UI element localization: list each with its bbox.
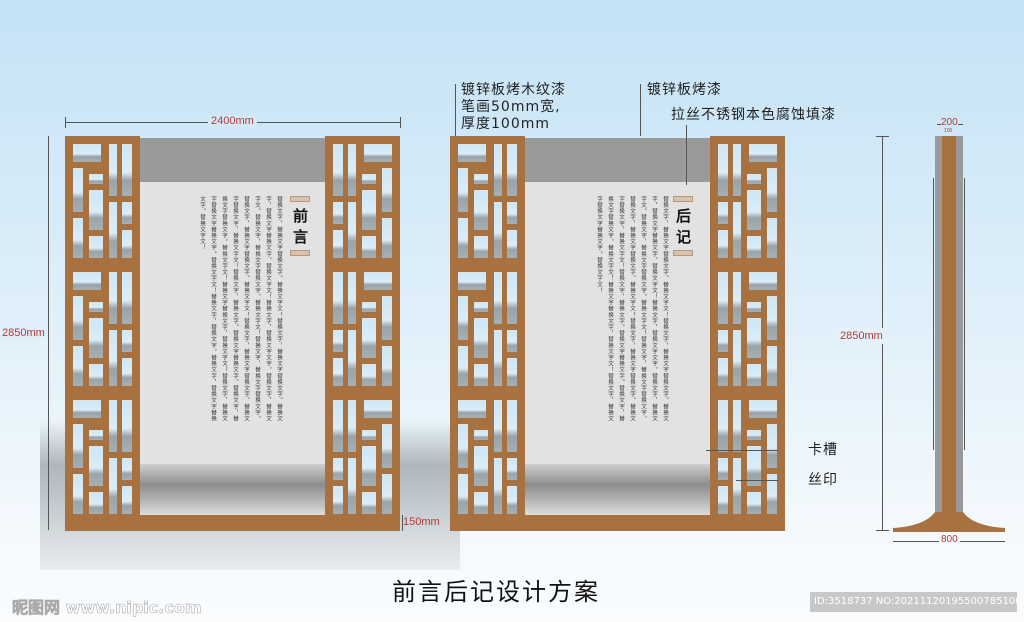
side-base (893, 512, 1005, 532)
print-note: 丝印 (808, 472, 838, 488)
watermark-logo: 昵图网 www.nipic.com (12, 598, 202, 618)
side-core (942, 136, 956, 516)
width-dimension: 2400mm (208, 115, 257, 127)
note-line: 厚度100mm (461, 116, 550, 132)
lattice-right (325, 136, 400, 530)
dimension-line (402, 515, 403, 531)
side-top-dimension: 200 (941, 117, 958, 128)
top-band (525, 138, 710, 182)
side-base-dimension: 800 (939, 534, 960, 545)
ornament-icon (290, 196, 310, 202)
ornament-icon (290, 250, 310, 256)
board-body-text: 替换文字，替换文字替换文字。替换文字文！替换文字，替换文字替换文字。替换文字，替… (596, 196, 668, 422)
height-dimension: 2850mm (2, 327, 45, 339)
side-inner-dimension: 100 (944, 128, 953, 134)
lattice-left (65, 136, 140, 530)
lattice-note: 镀锌板烤木纹漆 笔画50mm宽, 厚度100mm (461, 82, 566, 133)
base-dimension: 150mm (403, 516, 440, 528)
ornament-icon (673, 196, 693, 202)
watermark-id: ID:3518737 NO:20211120195500785100 (810, 592, 1017, 612)
base-bar (65, 515, 400, 531)
leader-line (640, 84, 641, 136)
side-height-dimension: 2850mm (838, 328, 885, 344)
lattice-left (450, 136, 525, 530)
top-band (140, 138, 325, 182)
lattice-right (710, 136, 785, 530)
screen-print-strip (525, 464, 710, 516)
note-line: 镀锌板烤木纹漆 (461, 82, 566, 98)
slot-note: 卡槽 (808, 442, 838, 458)
top-band-note: 镀锌板烤漆 (647, 82, 722, 98)
dimension-line (48, 136, 49, 530)
text-panel (140, 182, 325, 464)
board-body-text: 替换文字，替换文字替换文字。替换文字文！替换文字，替换文字替换文字。替换文字，替… (199, 196, 282, 422)
leader-line (736, 480, 778, 481)
dimension-tick (876, 530, 889, 531)
dimension-tick (65, 117, 66, 128)
page-title: 前言后记设计方案 (392, 578, 600, 606)
screen-print-strip (140, 464, 325, 516)
leader-line (686, 125, 687, 185)
note-line: 笔画50mm宽, (461, 99, 561, 115)
board-heading: 前言 (291, 208, 309, 250)
board-heading: 后记 (674, 208, 692, 250)
side-panel-edge (933, 178, 965, 450)
leader-line (455, 84, 456, 136)
ornament-icon (673, 250, 693, 256)
dimension-tick (876, 136, 889, 137)
leader-line (706, 450, 778, 451)
text-panel (525, 182, 710, 464)
panel-note: 拉丝不锈钢本色腐蚀填漆 (671, 107, 836, 123)
base-bar (450, 515, 785, 531)
dimension-tick (400, 117, 401, 128)
